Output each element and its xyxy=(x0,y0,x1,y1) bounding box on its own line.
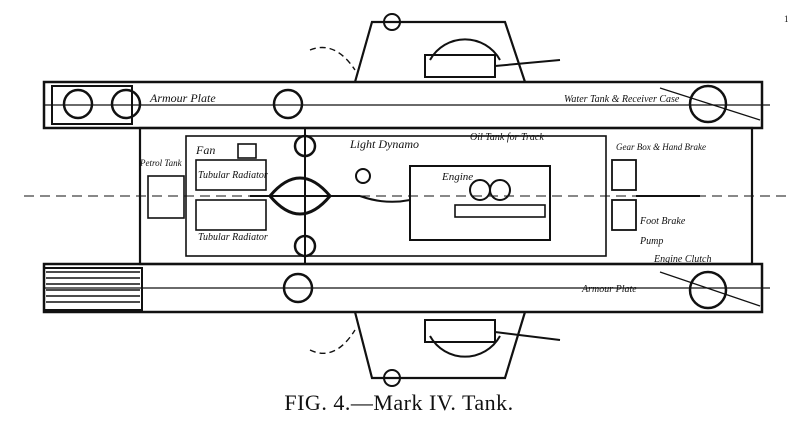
differential xyxy=(250,128,360,264)
rear-gearbox xyxy=(611,159,700,231)
top-sponson xyxy=(309,13,561,83)
bottom-sponson xyxy=(309,311,561,387)
label-engine: Engine xyxy=(441,171,473,183)
label-fan: Fan xyxy=(195,143,215,157)
label-light-dynamo: Light Dynamo xyxy=(349,137,419,151)
figure-caption: FIG. 4.—Mark IV. Tank. xyxy=(284,390,514,415)
label-foot-brake: Foot Brake xyxy=(639,216,686,227)
engine-block xyxy=(355,165,551,241)
radiator-assembly xyxy=(147,143,267,231)
label-armour-plate-top: Armour Plate xyxy=(149,91,216,105)
label-gearbox: Gear Box & Hand Brake xyxy=(616,142,706,152)
label-tubular-radiator-top: Tubular Radiator xyxy=(198,170,268,181)
label-armour-plate-bottom: Armour Plate xyxy=(581,284,637,295)
label-oil-tank: Oil Tank for Track xyxy=(470,132,544,143)
hull xyxy=(24,126,786,266)
label-pump: Pump xyxy=(639,236,663,247)
top-track xyxy=(42,80,770,130)
bottom-track xyxy=(42,262,770,314)
label-petrol-tank: Petrol Tank xyxy=(139,158,183,168)
label-tubular-radiator-bottom: Tubular Radiator xyxy=(198,232,268,243)
page-number: 1 xyxy=(784,14,789,24)
label-water-tank: Water Tank & Receiver Case xyxy=(564,94,680,105)
label-engine-clutch: Engine Clutch xyxy=(653,254,712,265)
